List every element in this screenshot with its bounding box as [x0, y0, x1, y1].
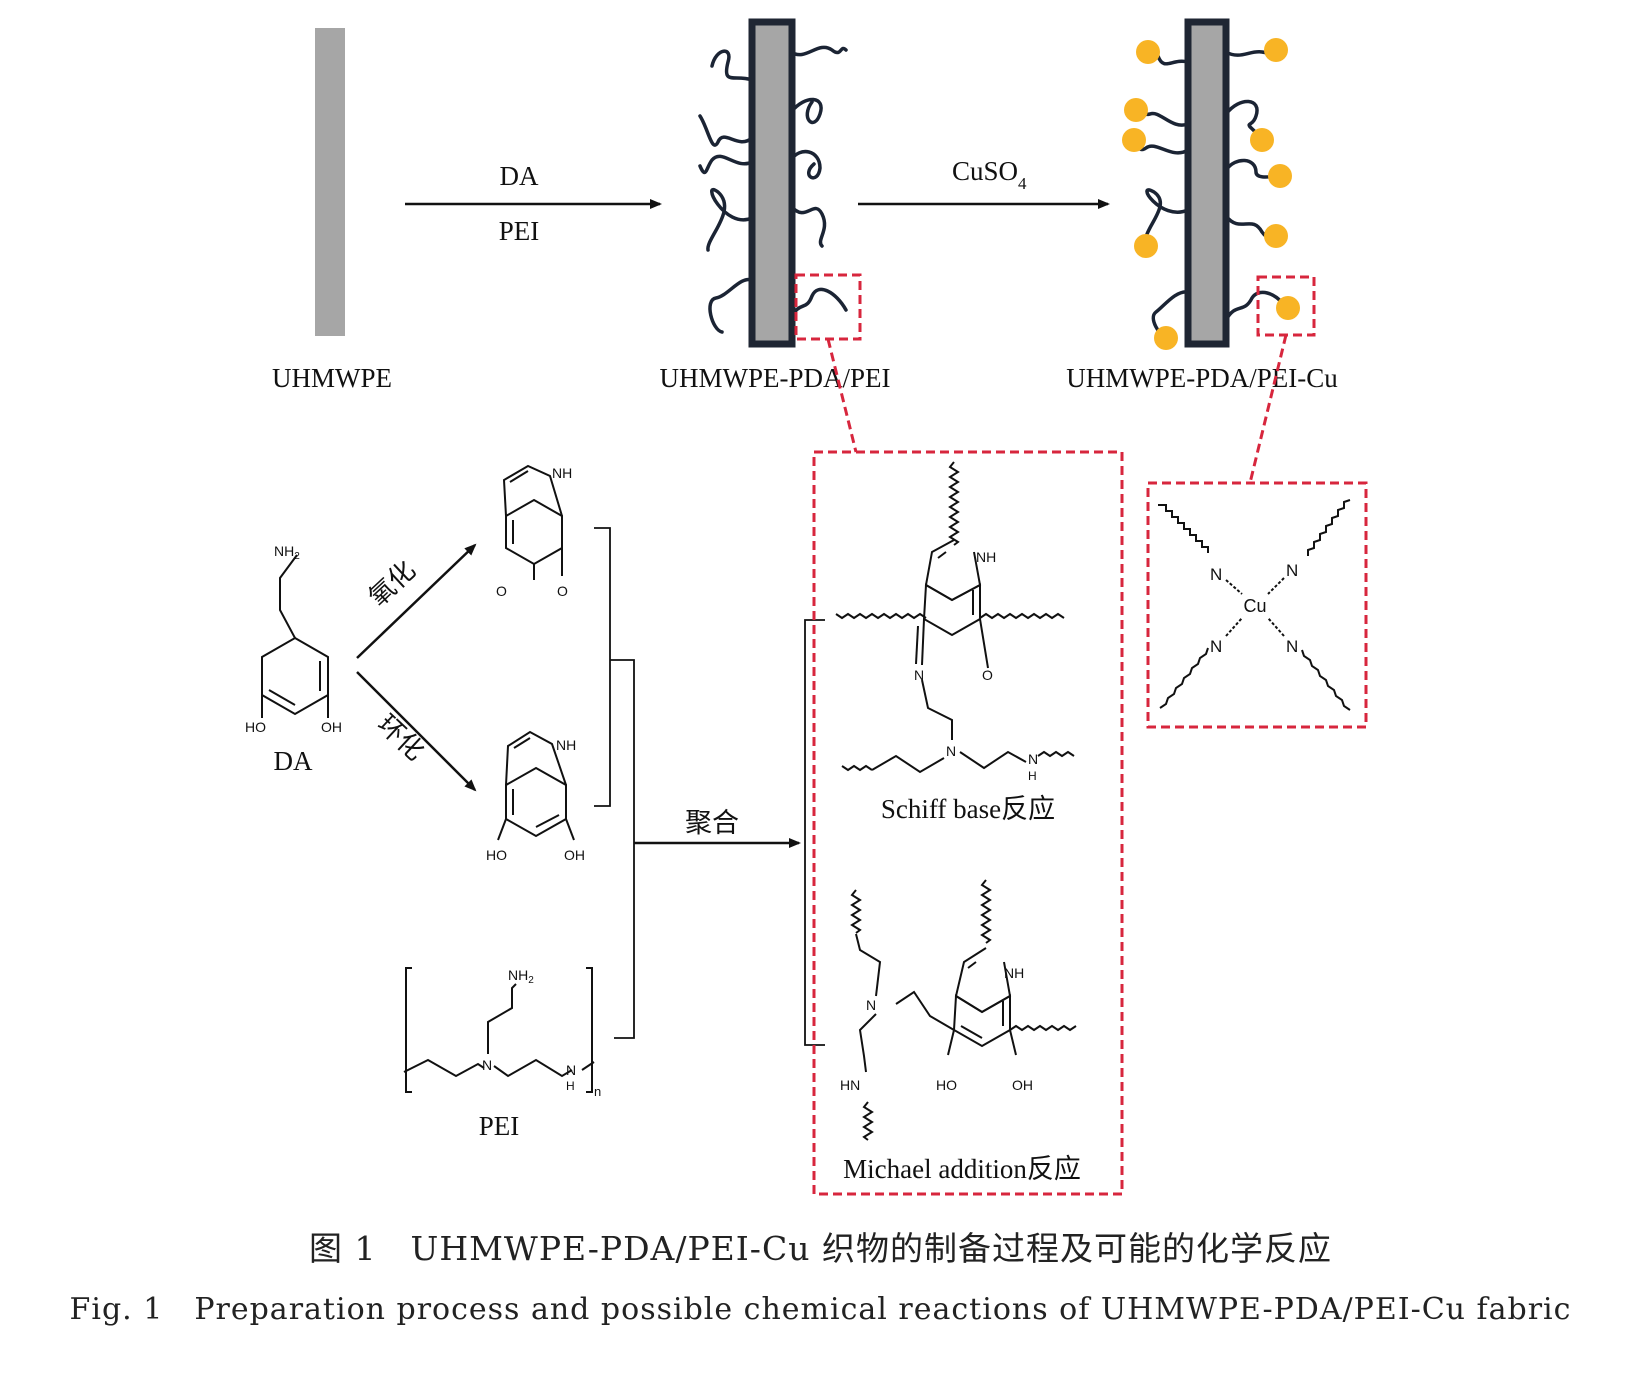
caption-english: Fig. 1 Preparation process and possible …: [69, 1292, 1572, 1327]
michael-n: N: [866, 997, 876, 1013]
cu-loaded-fiber: [1122, 18, 1316, 350]
schiff-nh: NH: [976, 549, 996, 565]
da-nh2: NH2: [274, 543, 300, 562]
cu-dot: [1134, 234, 1158, 258]
cu-center: Cu: [1243, 596, 1266, 616]
cu-dot: [1250, 128, 1274, 152]
cu-dot: [1268, 164, 1292, 188]
label-polymerization: 聚合: [685, 808, 739, 838]
label-uhmwpe: UHMWPE: [272, 363, 392, 393]
michael-nh: NH: [1004, 965, 1024, 981]
cyclized-nh: NH: [556, 737, 576, 753]
combine-bracket: [610, 659, 635, 1039]
schiff-nh-n: N: [1028, 751, 1038, 767]
leader-line-2: [1248, 334, 1288, 484]
label-uhmwpe-pda-pei-cu: UHMWPE-PDA/PEI-Cu: [1066, 363, 1338, 393]
label-uhmwpe-pda-pei: UHMWPE-PDA/PEI: [659, 363, 890, 393]
label-pei: PEI: [479, 1111, 520, 1141]
oxidized-o-right: O: [557, 583, 568, 599]
schiff-nh-h: H: [1028, 769, 1037, 783]
label-schiff-base: Schiff base反应: [881, 794, 1055, 824]
oxidized-nh: NH: [552, 465, 572, 481]
products-highlight-box: [812, 450, 1124, 1196]
cu-fiber-core: [1184, 18, 1230, 348]
highlight-box-small-1: [794, 273, 862, 341]
cuso4-main: CuSO: [952, 156, 1018, 186]
cu-n-bottom-right: N: [1286, 637, 1298, 656]
pei-structure: [403, 967, 595, 1093]
arrow1-top-label: DA: [500, 161, 539, 191]
label-michael-addition: Michael addition反应: [843, 1154, 1081, 1184]
arrow2-top-label: CuSO4: [952, 156, 1027, 193]
pda-pei-chains: [698, 45, 848, 334]
cu-n-top-left: N: [1210, 565, 1222, 584]
reactant-bracket: [594, 527, 611, 807]
cu-dot: [1122, 128, 1146, 152]
caption-chinese: 图 1 UHMWPE-PDA/PEI-Cu 织物的制备过程及可能的化学反应: [309, 1229, 1332, 1268]
cu-dot: [1276, 296, 1300, 320]
cu-coordination-bonds: [1158, 499, 1351, 711]
cyclized-ho: HO: [486, 847, 507, 863]
oxidized-o-left: O: [496, 583, 507, 599]
leader-line-1: [826, 338, 858, 453]
pei-nh-n: N: [566, 1062, 576, 1078]
pei-nh2: NH2: [508, 967, 534, 986]
cu-dot: [1264, 224, 1288, 248]
cyclized-oh: OH: [564, 847, 585, 863]
michael-hn: HN: [840, 1077, 860, 1093]
schiff-base-structure: [835, 461, 1075, 774]
cu-complex-box: [1146, 481, 1368, 729]
coated-fiber-core: [748, 18, 796, 348]
cu-dot: [1136, 40, 1160, 64]
da-oh: OH: [321, 719, 342, 735]
label-cyclization: 环化: [372, 709, 430, 766]
arrow1-bottom-label: PEI: [499, 216, 540, 246]
cu-n-bottom-left: N: [1210, 637, 1222, 656]
pei-nh-h: H: [566, 1079, 575, 1093]
coated-fiber: [698, 18, 862, 348]
label-da: DA: [274, 746, 313, 776]
da-ho: HO: [245, 719, 266, 735]
da-molecule: [261, 554, 329, 718]
oxidized-indolequinone: [502, 464, 563, 580]
michael-oh: OH: [1012, 1077, 1033, 1093]
cu-dot: [1264, 38, 1288, 62]
cu-dot: [1124, 98, 1148, 122]
pei-repeat-n: n: [594, 1084, 601, 1099]
schiff-n-amine: N: [946, 743, 956, 759]
copper-ions: [1122, 38, 1300, 350]
michael-ho: HO: [936, 1077, 957, 1093]
cyclized-dhi: [497, 730, 575, 841]
cu-dot: [1154, 326, 1178, 350]
cu-n-top-right: N: [1286, 561, 1298, 580]
schiff-n-imine: N: [914, 667, 924, 683]
pei-n: N: [482, 1057, 492, 1073]
arrow-oxidation: [356, 543, 477, 659]
arrow-cyclization: [356, 671, 477, 792]
bare-fiber: [315, 28, 345, 336]
michael-addition-structure: [850, 879, 1077, 1141]
schiff-o: O: [982, 667, 993, 683]
cuso4-subscript: 4: [1018, 174, 1027, 193]
